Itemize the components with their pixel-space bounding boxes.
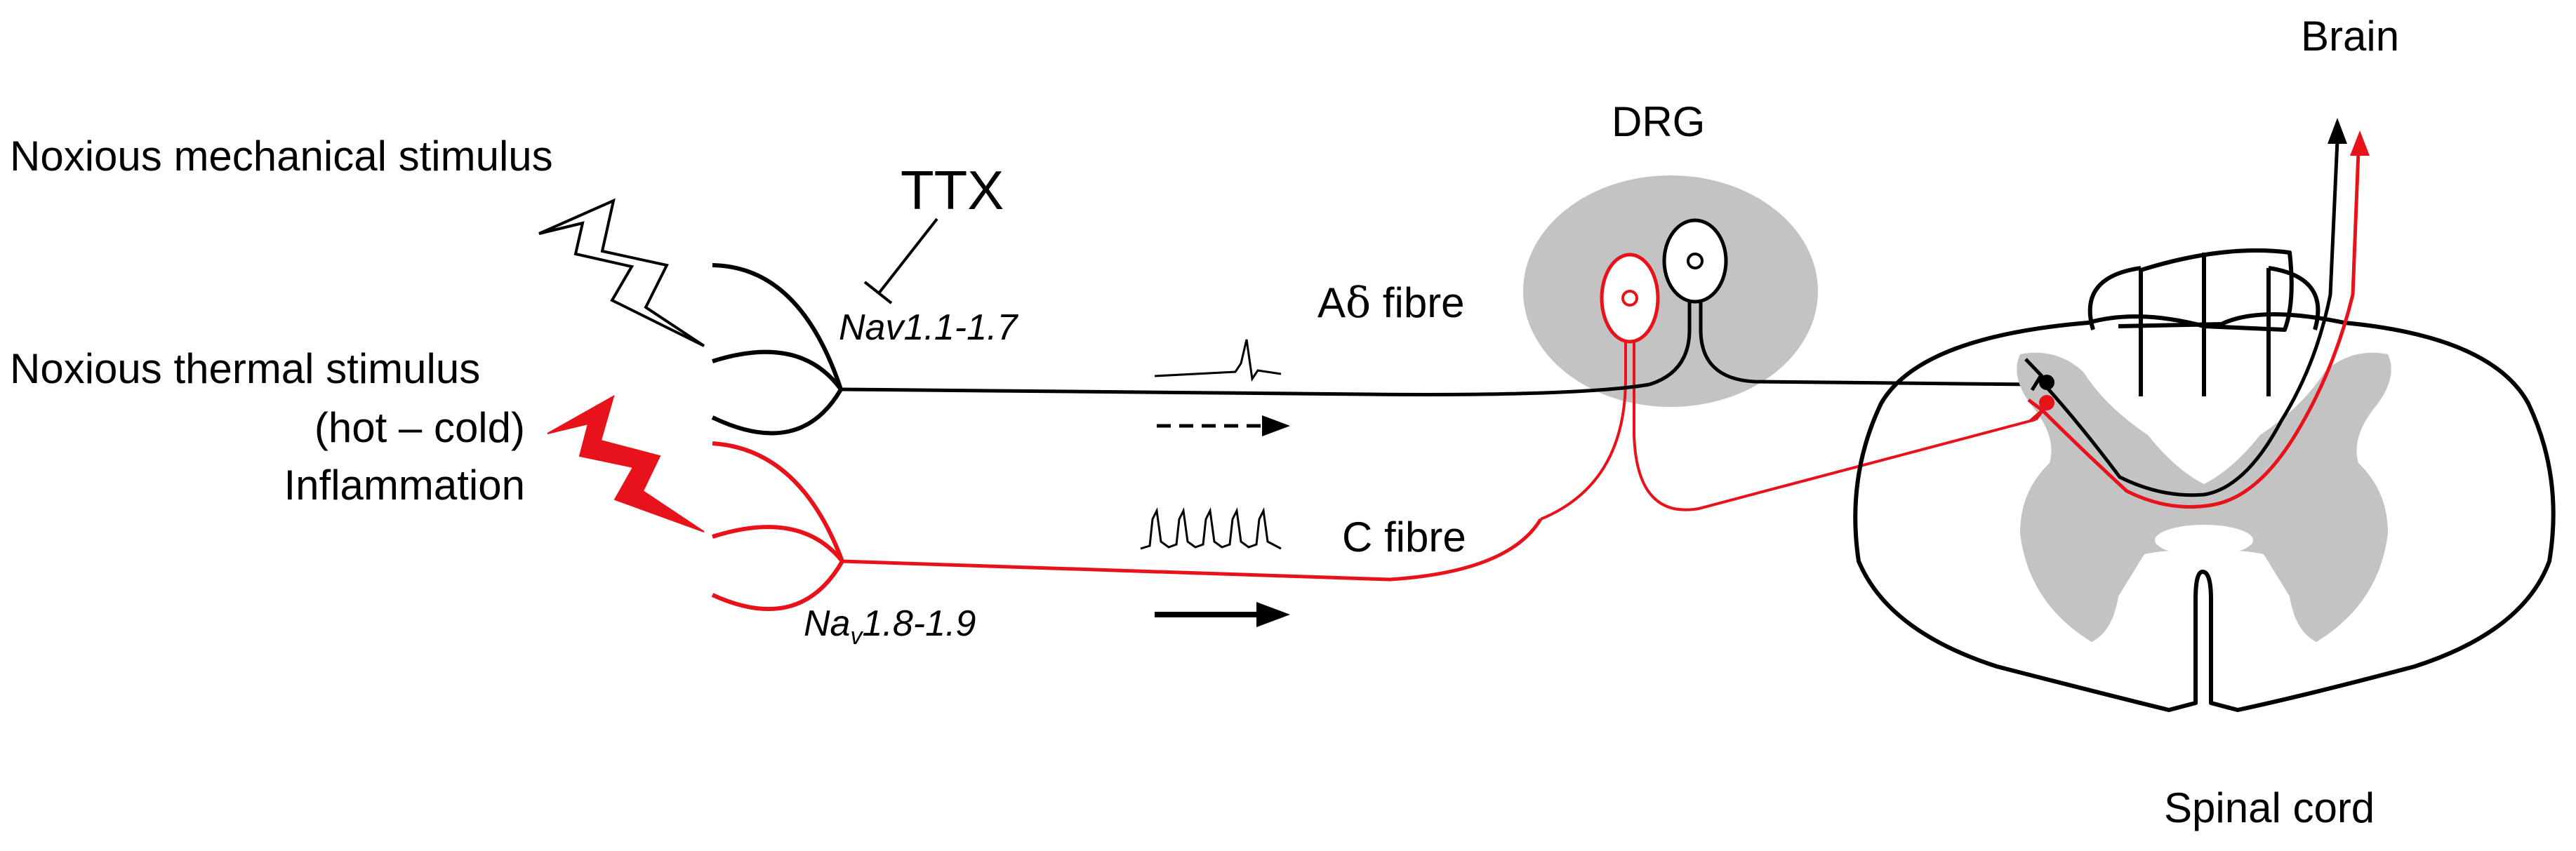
dorsal-horn-terminals — [2024, 358, 2054, 422]
spinal-cord-label: Spinal cord — [2164, 784, 2375, 831]
fast-conduction-arrow — [1155, 602, 1290, 627]
a-delta-prefix: A — [1317, 279, 1346, 326]
slow-conduction-arrow — [1157, 415, 1290, 436]
nav-slow-subscript: v — [850, 623, 863, 650]
inflammation-label: Inflammation — [284, 462, 525, 509]
thermal-stimulus-label: Noxious thermal stimulus — [10, 345, 480, 392]
single-spike-trace — [1154, 339, 1282, 382]
c-fibre-nerve-ending — [711, 441, 844, 611]
a-delta-fibre-label: Aδ fibre — [1317, 279, 1465, 328]
central-canal-gap — [2155, 525, 2253, 556]
brain-arrow-red — [2350, 130, 2370, 156]
brain-arrow-black — [2328, 118, 2347, 144]
c-fibre-synapse-dot — [2039, 395, 2054, 410]
mechanical-lightning-icon — [538, 198, 705, 347]
c-fibre-cell-body — [1540, 253, 2036, 521]
a-delta-suffix: fibre — [1371, 279, 1464, 326]
mechanical-stimulus-label: Noxious mechanical stimulus — [10, 133, 553, 180]
c-fibre-label: C fibre — [1342, 514, 1466, 561]
spinal-cord-outline — [1853, 248, 2556, 712]
nav-fast-label: Nav1.1-1.7 — [839, 307, 1018, 348]
ttx-inhibition-marker — [863, 217, 938, 304]
grey-matter — [2017, 352, 2391, 642]
c-fibre-ascending-tract — [2034, 150, 2361, 509]
a-delta-symbol: δ — [1346, 279, 1371, 328]
nav-slow-label: Nav1.8-1.9 — [804, 603, 976, 650]
a-delta-cell-body — [1649, 218, 2036, 387]
drg-ganglion — [1523, 175, 1818, 407]
ttx-label: TTX — [901, 159, 1004, 221]
a-delta-nerve-ending — [711, 263, 843, 436]
a-delta-ascending-tract — [2033, 140, 2339, 497]
brain-label: Brain — [2301, 13, 2399, 60]
thermal-lightning-icon — [547, 394, 705, 532]
drg-label: DRG — [1612, 98, 1705, 145]
thermal-range-label: (hot – cold) — [314, 404, 525, 451]
c-fibre-axon — [842, 518, 1543, 582]
nav-slow-prefix: Na — [804, 603, 850, 644]
nav-slow-suffix: 1.8-1.9 — [862, 603, 976, 644]
a-delta-axon — [840, 382, 1650, 396]
spike-train-trace — [1140, 507, 1282, 550]
spinal-cord-dorsal-sulcus — [2087, 266, 2321, 396]
a-delta-synapse-dot — [2039, 375, 2054, 390]
